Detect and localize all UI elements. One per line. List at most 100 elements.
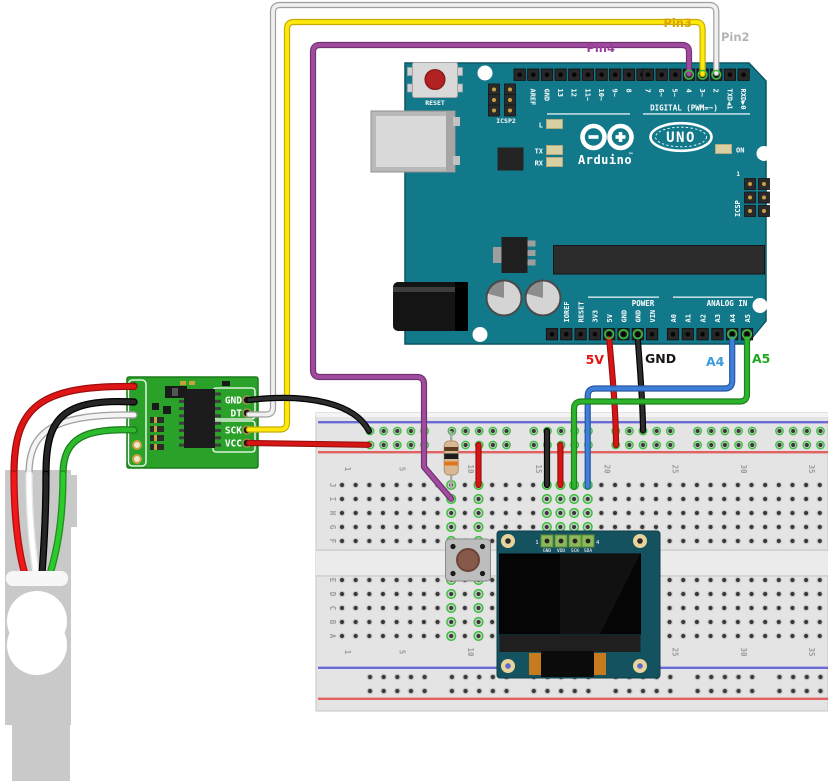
svg-text:35: 35 — [807, 464, 816, 473]
top-power-rail-holes — [363, 424, 828, 452]
svg-text:1: 1 — [736, 171, 740, 178]
svg-text:AREF: AREF — [529, 89, 537, 106]
model-label: UNO — [666, 130, 696, 146]
svg-text:B: B — [328, 620, 337, 625]
digital-pin-labels: AREF GND 13 12 11~ 10~ 9~ 8 7 6~ 5~ 4 3~… — [529, 89, 747, 110]
digital-caption: DIGITAL (PWM=~) — [650, 104, 718, 113]
svg-text:I: I — [328, 497, 337, 502]
push-button[interactable] — [445, 538, 491, 582]
svg-text:GND: GND — [635, 310, 643, 323]
svg-text:E: E — [328, 578, 337, 583]
svg-text:5: 5 — [398, 467, 407, 472]
svg-text:8: 8 — [624, 89, 632, 93]
status-leds: L TX RX ON — [535, 119, 744, 168]
brand-label: Arduino — [578, 153, 632, 167]
svg-text:G: G — [328, 525, 337, 530]
svg-text:12: 12 — [570, 89, 578, 97]
svg-text:A4: A4 — [729, 314, 737, 322]
power-caption: POWER — [632, 299, 655, 308]
svg-text:10~: 10~ — [597, 89, 605, 102]
label-pin2: Pin2 — [721, 30, 750, 44]
svg-text:3~: 3~ — [698, 89, 706, 97]
flex-tab — [593, 653, 606, 675]
svg-text:13: 13 — [556, 89, 564, 97]
svg-text:A: A — [328, 634, 337, 639]
svg-text:A2: A2 — [699, 314, 707, 322]
svg-text:A3: A3 — [714, 314, 722, 322]
column-numbers-top: 1 5 10 15 20 25 30 35 — [343, 464, 816, 474]
reset-label: RESET — [425, 99, 445, 107]
reset-button[interactable] — [407, 62, 463, 98]
svg-text:1: 1 — [343, 467, 352, 472]
svg-text:5~: 5~ — [671, 89, 679, 97]
svg-text:9~: 9~ — [611, 89, 619, 97]
svg-text:DT: DT — [231, 409, 243, 420]
svg-text:F: F — [328, 539, 337, 544]
svg-text:SCK: SCK — [225, 426, 242, 437]
wire-hx711-vcc[interactable] — [249, 443, 368, 445]
load-cell-cutouts — [6, 571, 68, 675]
icsp-header: ICSP 1 — [734, 171, 770, 217]
bottom-rail-red-line — [318, 697, 828, 700]
wire-labels: Pin3 Pin2 Pin4 5V GND A4 A5 — [586, 16, 771, 369]
analog-pin-labels: A0 A1 A2 A3 A4 A5 — [670, 314, 752, 322]
svg-text:SCK: SCK — [571, 548, 580, 554]
svg-text:25: 25 — [671, 647, 680, 656]
label-pin4: Pin4 — [586, 41, 615, 55]
icsp2-label: ICSP2 — [496, 117, 516, 125]
svg-text:A0: A0 — [670, 314, 678, 322]
svg-text:30: 30 — [739, 464, 748, 474]
svg-text:30: 30 — [739, 647, 748, 657]
oled-mounting-holes — [501, 534, 647, 673]
arduino-logo: UNO Arduino ™ — [578, 121, 713, 167]
svg-text:RXD▶0: RXD▶0 — [739, 89, 747, 110]
svg-text:25: 25 — [671, 464, 680, 473]
svg-text:GND: GND — [543, 548, 552, 554]
svg-text:IOREF: IOREF — [563, 301, 571, 322]
svg-text:ON: ON — [736, 147, 744, 155]
svg-text:J: J — [328, 483, 337, 488]
power-jack — [393, 282, 468, 331]
svg-text:5V: 5V — [606, 313, 614, 322]
svg-text:A1: A1 — [685, 314, 693, 322]
hx711-chip — [179, 389, 221, 448]
svg-text:15: 15 — [534, 464, 543, 473]
svg-text:L: L — [539, 122, 543, 130]
hx711-pin-labels: GND DT SCK VCC — [225, 396, 242, 450]
arduino-uno-board[interactable]: RESET ICSP2 AREF GND 13 12 11~ 10~ 9~ 8 … — [370, 62, 772, 345]
svg-text:H: H — [328, 511, 337, 516]
svg-text:GND: GND — [542, 89, 550, 102]
svg-text:5: 5 — [398, 650, 407, 655]
label-gnd: GND — [645, 351, 676, 366]
flex-tab — [529, 653, 542, 675]
svg-text:10: 10 — [466, 647, 475, 657]
svg-text:VDD: VDD — [557, 548, 566, 554]
oled-pin-labels: GND VDD SCK SDA 1 4 — [535, 540, 600, 554]
hx711-small-parts — [150, 381, 230, 450]
svg-text:TX: TX — [535, 148, 544, 156]
serial-chip — [497, 147, 524, 171]
oled-pins[interactable] — [540, 534, 595, 548]
svg-text:1: 1 — [343, 650, 352, 655]
svg-text:VCC: VCC — [225, 439, 242, 450]
svg-text:7: 7 — [643, 89, 651, 93]
svg-text:SDA: SDA — [584, 548, 593, 554]
svg-text:VIN: VIN — [649, 310, 657, 323]
oled-display[interactable]: GND VDD SCK SDA 1 4 — [496, 530, 661, 679]
ribbon — [541, 651, 594, 677]
svg-text:GND: GND — [620, 310, 628, 323]
resistor-10k[interactable] — [443, 431, 459, 489]
svg-text:A5: A5 — [744, 314, 752, 322]
voltage-regulator — [493, 237, 536, 273]
svg-text:RESET: RESET — [577, 301, 585, 322]
svg-text:20: 20 — [602, 464, 611, 474]
svg-text:1: 1 — [535, 540, 538, 546]
label-a4: A4 — [706, 354, 725, 369]
svg-text:C: C — [328, 606, 337, 611]
hx711-board[interactable]: GND DT SCK VCC — [126, 376, 259, 469]
svg-text:4: 4 — [684, 89, 692, 93]
svg-text:TXD◀1: TXD◀1 — [725, 89, 733, 110]
mounting-holes — [472, 65, 772, 342]
svg-text:11~: 11~ — [583, 89, 591, 102]
